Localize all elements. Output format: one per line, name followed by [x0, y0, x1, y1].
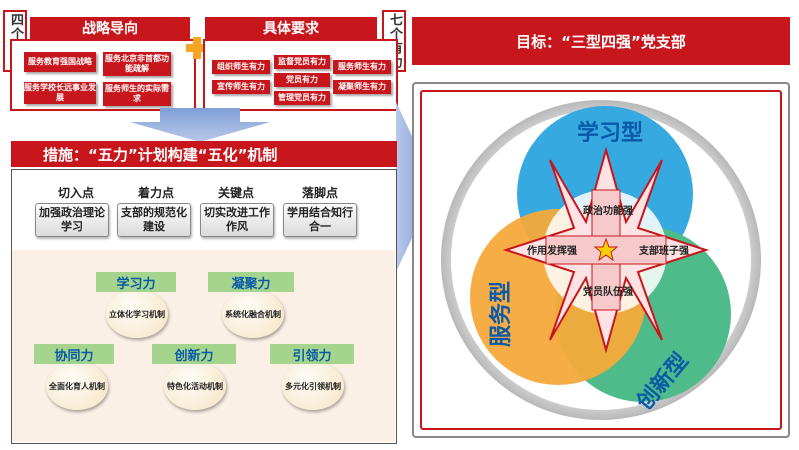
column-header: 落脚点: [301, 186, 338, 200]
force-label: 协同力: [34, 344, 114, 364]
force-label: 创新力: [152, 344, 236, 364]
mechanism-circle: 立体化学习机制: [106, 290, 168, 338]
force-label: 凝聚力: [208, 272, 294, 292]
service-type-label: 服务型: [489, 281, 514, 347]
down-arrow-icon: [130, 108, 270, 142]
strategy-tag: 服务学校长远事业发展: [24, 82, 96, 104]
mechanism-circle: 特色化活动机制: [164, 362, 226, 410]
requirement-tag: 服务师生有力: [333, 60, 391, 74]
strategy-tag: 服务师生的实际需求: [103, 82, 171, 106]
strength-label: 作用发挥强: [527, 244, 577, 257]
measure-box: 支部的规范化建设: [117, 203, 191, 237]
requirement-tag: 凝聚师生有力: [333, 80, 391, 94]
requirement-tag: 监督党员有力: [274, 55, 330, 69]
measure-box: 切实改进工作作风: [200, 203, 274, 237]
strength-label: 支部班子强: [638, 244, 689, 257]
strategy-tag: 服务教育强国战略: [24, 52, 96, 72]
requirement-tag: 宣传师生有力: [212, 80, 270, 94]
plus-icon: [186, 37, 208, 59]
requirement-tag: 管理党员有力: [274, 91, 330, 105]
force-label: 学习力: [96, 272, 176, 292]
goal-diagram: 学习型 服务型 创新型 政治功能强 作用发挥强 支部班子强 党员队伍强: [441, 100, 761, 420]
requirement-tag: 组织师生有力: [212, 60, 270, 74]
measure-box: 加强政治理论学习: [35, 203, 109, 237]
requirement-tag: 党员有力: [274, 73, 330, 87]
strength-label: 党员队伍强: [583, 285, 633, 298]
column-header: 关键点: [217, 186, 254, 200]
goal-header: 目标：“三型四强”党支部: [412, 17, 790, 65]
force-label: 引领力: [270, 344, 354, 364]
requirement-header: 具体要求: [205, 17, 377, 39]
strength-label: 政治功能强: [583, 204, 633, 217]
mechanism-circle: 系统化融合机制: [222, 290, 284, 338]
column-header: 切入点: [57, 186, 94, 200]
strategy-header: 战略导向: [30, 17, 190, 39]
learning-type-label: 学习型: [577, 120, 643, 146]
mechanism-circle: 全面化育人机制: [46, 362, 108, 410]
measure-box: 学用结合知行合一: [283, 203, 357, 237]
measures-header: 措施：“五力”计划构建“五化”机制: [11, 141, 397, 167]
strength-star: [502, 146, 710, 354]
mechanism-circle: 多元化引领机制: [282, 362, 344, 410]
goal-panel-inner: [420, 90, 782, 430]
strategy-tag: 服务北京非首都功能疏解: [103, 52, 171, 76]
column-header: 着力点: [137, 186, 174, 200]
